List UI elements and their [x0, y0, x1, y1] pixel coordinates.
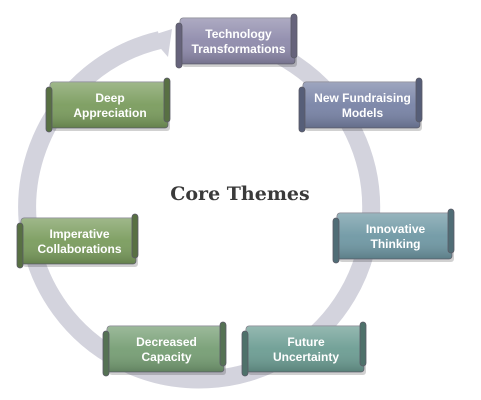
scroll-curl-left	[16, 222, 24, 269]
theme-box-label-line: Models	[342, 106, 384, 120]
theme-box-label-line: Decreased	[136, 335, 197, 349]
theme-box-label-line: Innovative	[366, 222, 426, 236]
scroll-curl-right	[131, 213, 139, 259]
theme-box-label-line: Collaborations	[37, 242, 121, 256]
scroll-curl-left	[298, 86, 306, 133]
scroll-curl-right	[359, 321, 367, 367]
scroll-curl-right	[163, 77, 171, 123]
scroll-curl-right	[415, 77, 423, 123]
scroll-curl-left	[102, 330, 110, 377]
scroll-curl-left	[332, 217, 340, 264]
diagram-title: Core Themes	[170, 183, 309, 205]
scroll-curl-left	[175, 22, 183, 69]
scroll-curl-left	[45, 86, 53, 133]
theme-box-label-line: Future	[287, 335, 325, 349]
theme-box-sheen	[246, 326, 364, 372]
theme-box-label-line: Technology	[205, 27, 272, 41]
theme-box-label-line: Transformations	[191, 42, 285, 56]
theme-box-label-line: Imperative	[49, 227, 109, 241]
cycle-arrowhead	[150, 29, 172, 57]
scroll-curl-right	[290, 13, 298, 59]
scroll-curl-right	[219, 321, 227, 367]
scroll-curl-left	[241, 330, 249, 377]
theme-box-sheen	[50, 82, 168, 128]
theme-box-label-line: New Fundraising	[314, 91, 411, 105]
theme-box-sheen	[337, 213, 452, 259]
scroll-curl-right	[447, 208, 455, 254]
theme-box-label-line: Uncertainty	[273, 350, 339, 364]
theme-box-sheen	[303, 82, 420, 128]
theme-box-label-line: Thinking	[371, 237, 421, 251]
theme-box-label-line: Appreciation	[73, 106, 146, 120]
theme-box-sheen	[180, 18, 295, 64]
theme-box-sheen	[107, 326, 224, 372]
theme-box-label-line: Deep	[95, 91, 124, 105]
theme-box-sheen	[21, 218, 136, 264]
theme-box-label-line: Capacity	[141, 350, 191, 364]
